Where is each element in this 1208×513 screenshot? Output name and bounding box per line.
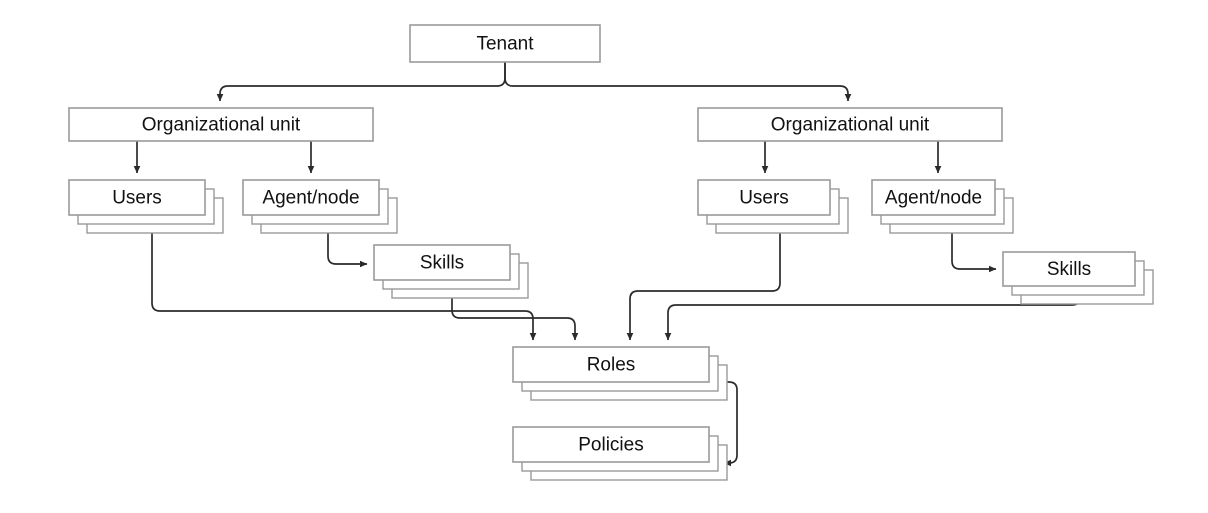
edge-tenant-to-ou-right: [504, 62, 852, 102]
node-skills_right[interactable]: Skills: [1002, 251, 1154, 305]
node-skills_right-label: Skills: [1047, 259, 1091, 280]
edge-agent-left-to-skills-left: [327, 233, 368, 268]
node-agent_right[interactable]: Agent/node: [871, 179, 1014, 234]
node-skills_left-box[interactable]: [373, 244, 511, 281]
node-ou_left-label: Organizational unit: [142, 115, 301, 136]
node-policies[interactable]: Policies: [512, 426, 728, 481]
node-tenant-box[interactable]: [409, 24, 601, 63]
node-users_left-box[interactable]: [68, 179, 206, 216]
node-tenant[interactable]: Tenant: [409, 24, 601, 63]
node-roles[interactable]: Roles: [512, 346, 728, 401]
node-ou_left[interactable]: Organizational unit: [68, 107, 374, 142]
node-agent_left-box[interactable]: [242, 179, 380, 216]
edge-users-right-to-roles: [626, 233, 781, 341]
node-users_right-label: Users: [739, 188, 789, 209]
node-users_left[interactable]: Users: [68, 179, 224, 234]
node-skills_right-box[interactable]: [1002, 251, 1136, 287]
edge-tenant-to-ou-left: [216, 62, 506, 102]
node-ou_right[interactable]: Organizational unit: [697, 107, 1003, 142]
node-policies-box[interactable]: [512, 426, 710, 463]
node-agent_left-label: Agent/node: [262, 188, 359, 209]
node-agent_right-box[interactable]: [871, 179, 996, 216]
node-ou_right-box[interactable]: [697, 107, 1003, 142]
node-policies-label: Policies: [578, 435, 643, 456]
node-roles-box[interactable]: [512, 346, 710, 383]
node-tenant-label: Tenant: [476, 34, 534, 55]
node-ou_left-box[interactable]: [68, 107, 374, 142]
node-roles-label: Roles: [587, 355, 636, 376]
edge-users-left-to-roles: [151, 233, 537, 341]
node-users_right-box[interactable]: [697, 179, 831, 216]
node-users_right[interactable]: Users: [697, 179, 849, 234]
edge-roles-to-policies: [723, 381, 738, 467]
node-skills_left[interactable]: Skills: [373, 244, 529, 299]
node-skills_left-label: Skills: [420, 253, 464, 274]
node-agent_right-label: Agent/node: [885, 188, 982, 209]
node-ou_right-label: Organizational unit: [771, 115, 930, 136]
node-users_left-label: Users: [112, 188, 162, 209]
edge-agent-right-to-skills-right: [951, 233, 997, 273]
node-agent_left[interactable]: Agent/node: [242, 179, 398, 234]
edge-skills-left-to-roles: [451, 298, 579, 341]
edge-skills-right-to-roles: [664, 296, 1081, 341]
